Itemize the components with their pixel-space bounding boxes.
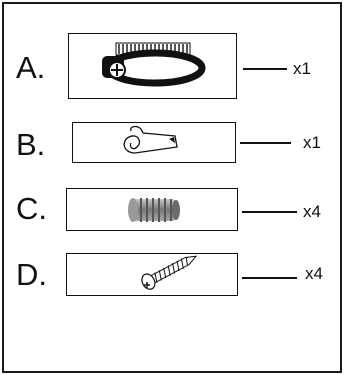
- parts-list-frame: [2, 2, 342, 373]
- part-box-c: [66, 188, 238, 231]
- part-qty-a: x1: [293, 59, 311, 78]
- part-letter-b: B.: [16, 127, 46, 162]
- part-box-d: [66, 253, 238, 296]
- leader-line-b: [240, 142, 291, 144]
- part-box-a: [68, 33, 237, 99]
- threaded-insert-icon: [128, 198, 180, 222]
- leader-line-c: [242, 211, 297, 213]
- leader-line-a: [243, 68, 287, 70]
- part-qty-d: x4: [305, 264, 323, 283]
- part-qty-b: x1: [303, 133, 321, 152]
- phillips-screw-icon: [141, 255, 198, 290]
- part-qty-c: x4: [303, 202, 321, 221]
- part-letter-c: C.: [16, 191, 47, 226]
- clip-icon: [123, 125, 178, 154]
- hose-clamp-icon: [102, 42, 206, 87]
- part-letter-d: D.: [16, 257, 47, 292]
- leader-line-d: [242, 277, 297, 279]
- part-box-b: [72, 122, 236, 163]
- part-letter-a: A.: [16, 50, 46, 85]
